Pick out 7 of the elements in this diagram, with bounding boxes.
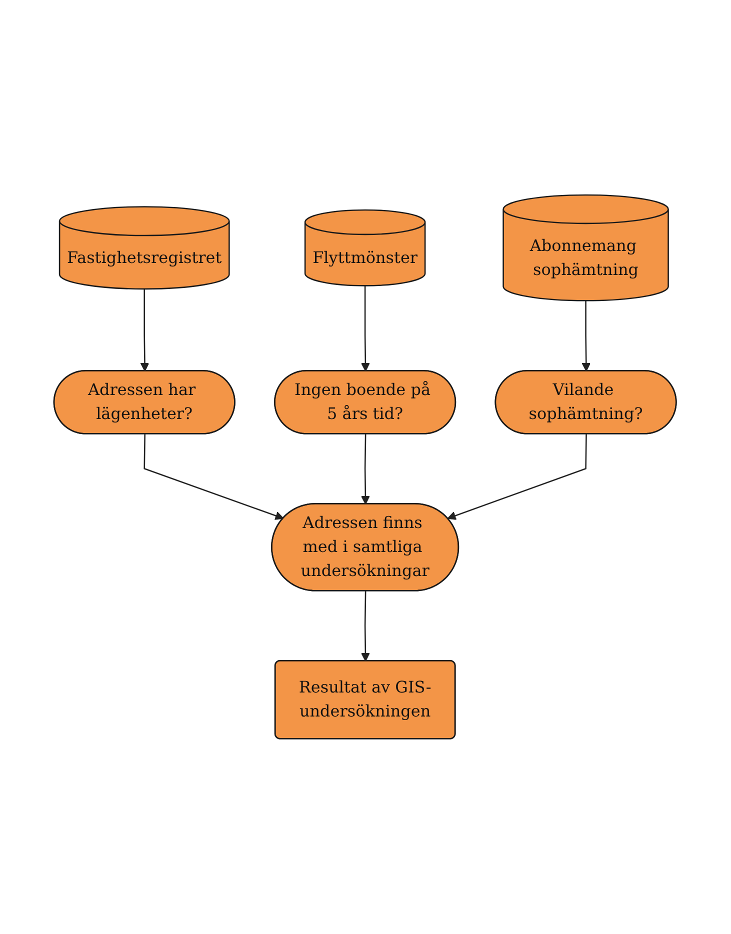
arrow: [361, 591, 370, 662]
arrow: [140, 289, 150, 372]
arrow: [144, 434, 284, 520]
arrow: [361, 286, 370, 372]
arrow: [448, 434, 588, 520]
arrow: [361, 434, 370, 505]
arrow: [582, 300, 591, 372]
